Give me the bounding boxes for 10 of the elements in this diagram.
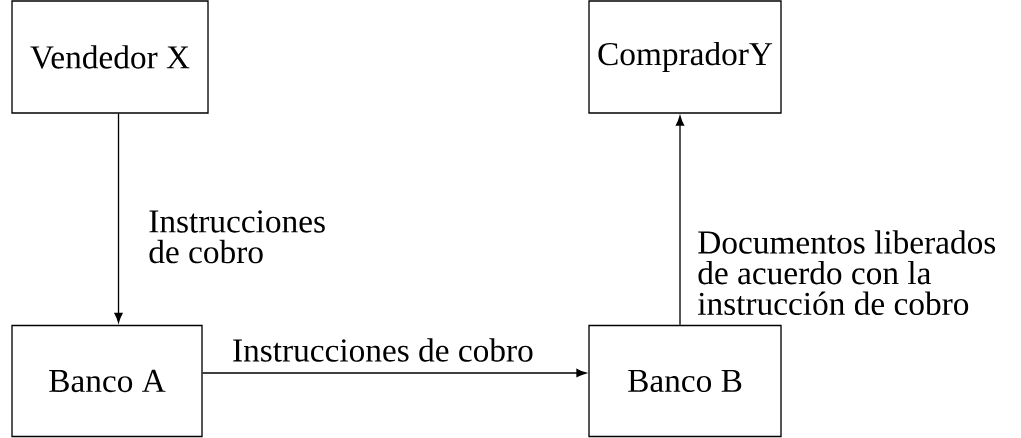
process-box: Banco B bbox=[588, 324, 782, 438]
edge-label: Instrucciones de cobro bbox=[149, 210, 325, 264]
arrow bbox=[675, 115, 685, 326]
edge-label: Documentos liberados de acuerdo con la instrucción de cobro bbox=[697, 230, 996, 316]
process-box: Vendedor X bbox=[11, 0, 209, 114]
arrow bbox=[114, 113, 123, 323]
edge-label: Instrucciones de cobro bbox=[233, 338, 533, 362]
arrow bbox=[202, 368, 587, 378]
process-box: CompradorY bbox=[588, 0, 782, 114]
process-box: Banco A bbox=[11, 324, 203, 438]
